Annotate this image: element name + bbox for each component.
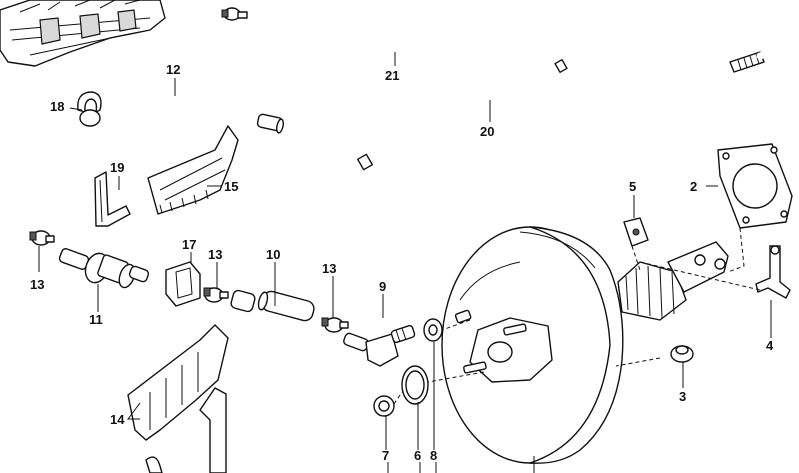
label-6: 6 — [414, 448, 421, 463]
label-19: 19 — [110, 160, 124, 175]
grommet-8 — [423, 318, 443, 342]
label-8: 8 — [430, 448, 437, 463]
label-10: 10 — [266, 247, 280, 262]
label-7: 7 — [382, 448, 389, 463]
label-21: 21 — [385, 68, 399, 83]
part-labels: 12 18 21 20 19 15 13 17 13 10 11 13 9 5 … — [30, 62, 774, 463]
bracket-19 — [94, 171, 131, 227]
elbow-connector-9 — [343, 324, 416, 367]
hose-clamp-13-right — [321, 317, 349, 333]
hose-21 — [317, 0, 565, 55]
hose-clamp-13-left — [29, 230, 55, 246]
bracket-15 — [147, 125, 239, 215]
hose-clamp-13-center — [203, 287, 229, 303]
leader-lines — [38, 52, 772, 473]
label-15: 15 — [224, 179, 238, 194]
label-11: 11 — [89, 312, 103, 327]
hose-clip-18 — [77, 91, 102, 127]
gasket-2 — [717, 143, 793, 229]
intake-manifold — [0, 0, 166, 67]
o-ring-6 — [401, 365, 429, 405]
label-2: 2 — [690, 179, 697, 194]
label-13-center: 13 — [208, 247, 222, 262]
label-9: 9 — [379, 279, 386, 294]
seal-7 — [373, 395, 395, 417]
check-valve-11 — [58, 248, 150, 289]
label-5: 5 — [629, 179, 636, 194]
hose-clamp-top — [221, 7, 248, 21]
bushing-3 — [670, 345, 694, 363]
alignment-lines — [393, 227, 761, 405]
vacuum-pipe-20 — [256, 24, 789, 171]
label-20: 20 — [480, 124, 494, 139]
label-13-left: 13 — [30, 277, 44, 292]
label-3: 3 — [679, 389, 686, 404]
label-4: 4 — [766, 338, 774, 353]
bracket-14 — [127, 324, 229, 473]
pin-4 — [755, 245, 791, 299]
vacuum-hose-12 — [8, 12, 279, 240]
hose-10 — [230, 289, 315, 322]
clip-5 — [623, 217, 649, 247]
brake-booster — [441, 226, 729, 464]
label-13-right: 13 — [322, 261, 336, 276]
label-12: 12 — [166, 62, 180, 77]
grommet-17 — [165, 261, 201, 307]
label-14: 14 — [110, 412, 125, 427]
label-18: 18 — [50, 99, 64, 114]
label-17: 17 — [182, 237, 196, 252]
